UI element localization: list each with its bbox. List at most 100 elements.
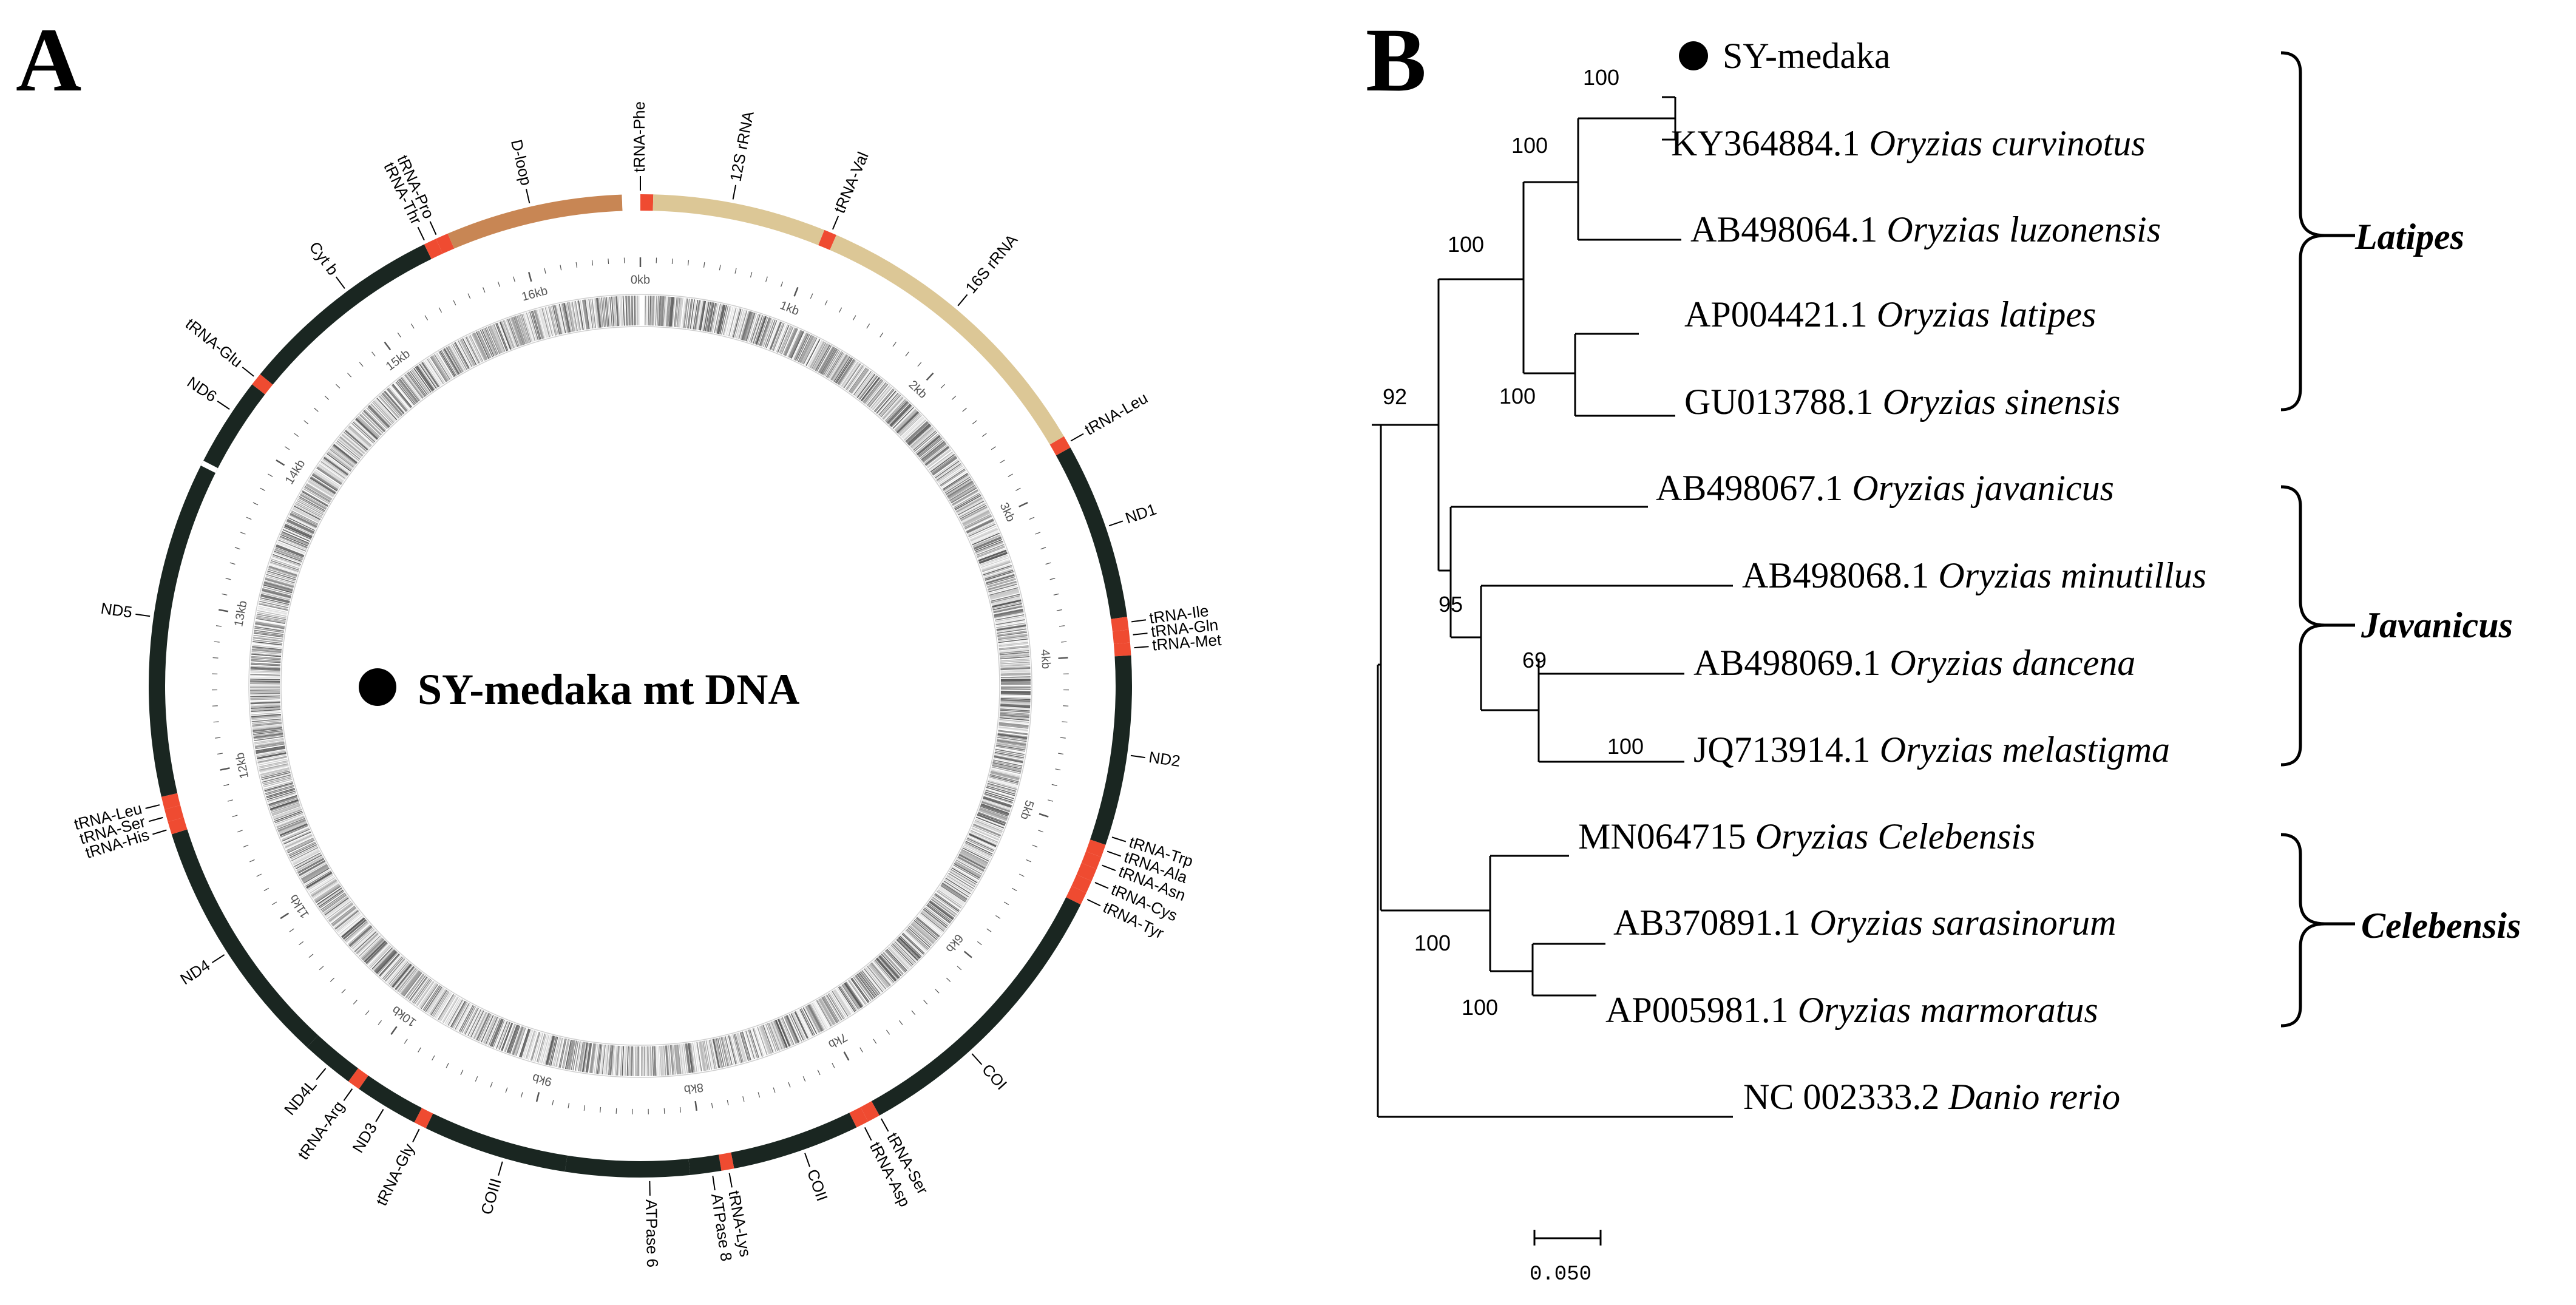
gc-stripe [741,311,751,341]
gc-stripe [534,1032,544,1062]
gc-stripe [1000,663,1031,666]
gc-stripe [898,937,921,959]
gc-stripe [948,872,974,889]
gc-stripe [955,496,982,512]
gc-stripe [703,1040,710,1070]
gc-stripe [557,304,566,334]
gc-stripe [998,642,1029,646]
gc-stripe [277,818,305,830]
gc-stripe [825,351,842,378]
gc-stripe [288,515,316,530]
kb-tick-label: 4kb [1038,649,1052,669]
gc-stripe [852,370,870,395]
gc-stripe [991,766,1021,775]
gc-stripe [929,901,954,920]
gc-stripe [504,1023,517,1052]
gc-stripe [804,338,819,366]
gc-stripe [572,1040,579,1071]
gc-stripe [859,971,880,996]
gc-stripe [253,641,282,646]
gene-segment [307,1035,359,1082]
gene-segment [1113,642,1131,657]
kb-tick [222,593,228,595]
kb-tick [268,473,273,477]
gc-stripe [292,848,319,863]
kb-tick [671,258,673,265]
gc-stripe [402,375,422,400]
gc-stripe [910,427,934,448]
gc-stripe [293,850,320,866]
gc-stripe [430,355,449,382]
gc-stripe [841,985,859,1010]
gc-stripe [977,546,1006,558]
gc-stripe [697,300,704,330]
gc-stripe [574,1041,581,1071]
gc-stripe [866,966,886,991]
gc-stripe [304,869,331,886]
gc-stripe [930,898,956,917]
gc-stripe [344,432,367,452]
gc-stripe [252,725,282,731]
kb-tick [711,1102,713,1109]
gc-stripe [998,645,1029,649]
gc-stripe [644,296,646,326]
bootstrap-value: 100 [1511,133,1548,158]
gene-segment [640,194,654,211]
gc-stripe [517,315,527,344]
gc-stripe [845,364,863,390]
gc-stripe [997,735,1027,741]
gc-stripe [685,1043,690,1074]
gc-stripe [578,300,584,330]
gc-stripe [633,296,636,326]
gc-stripe [366,407,388,430]
gc-stripe [996,622,1026,629]
gc-stripe [714,1038,722,1068]
gc-stripe [433,991,450,1017]
gc-stripe [333,909,358,929]
gc-stripe [974,539,1003,552]
gc-stripe [1000,664,1031,667]
gc-stripe [989,588,1019,598]
taxon-label: AB498067.1 Oryzias javanicus [1656,468,2114,508]
gc-stripe [257,610,287,617]
gc-stripe [256,616,286,623]
gc-stripe [742,311,753,341]
gc-stripe [442,996,458,1023]
kb-tick [734,268,737,274]
gc-stripe [951,487,977,504]
gc-stripe [541,1034,550,1064]
gc-stripe [933,895,958,914]
gc-stripe [844,982,863,1008]
gc-stripe [327,451,353,471]
gc-stripe [922,909,947,929]
gc-stripe [835,988,853,1014]
gc-stripe [605,1045,609,1075]
gc-stripe [539,308,549,338]
gc-stripe [996,625,1026,631]
gc-stripe [523,313,533,342]
gc-stripe [425,986,442,1012]
gc-stripe [943,474,970,492]
gc-stripe [252,644,282,649]
gc-stripe [897,412,921,435]
gc-stripe [286,520,314,534]
bootstrap-value: 100 [1499,384,1536,408]
gc-stripe [876,390,897,414]
gc-stripe [346,429,370,449]
gene-segment [359,1076,422,1123]
gc-stripe [518,314,529,344]
gc-stripe [377,952,398,975]
gc-stripe [663,296,666,327]
gc-stripe [682,298,687,328]
gc-stripe [347,427,371,449]
gene-segment [260,244,432,385]
gc-stripe [307,874,334,891]
gene-label: tRNA-Phe [630,101,648,172]
gc-stripe [699,300,706,331]
gc-stripe [581,1042,588,1073]
gc-stripe [495,323,507,351]
gc-stripe [854,371,873,397]
gc-stripe [323,895,348,915]
gc-stripe [257,756,287,763]
gc-stripe [274,548,303,561]
